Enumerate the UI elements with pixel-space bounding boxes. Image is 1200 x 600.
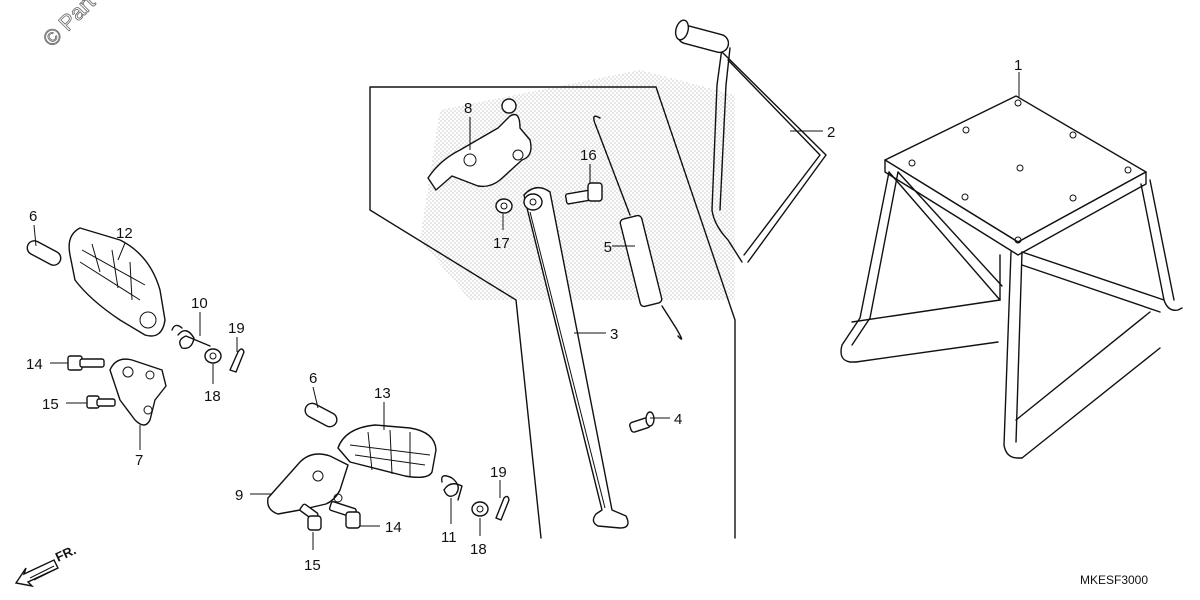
part-15-bolt-right (299, 503, 322, 531)
callout-9: 9 (235, 487, 243, 504)
part-17-nut (495, 198, 513, 214)
callout-11: 11 (441, 529, 457, 546)
part-6-pin-upper (26, 240, 62, 266)
front-arrow-icon (14, 559, 59, 588)
part-5-spring (593, 115, 683, 340)
part-11-spring (441, 475, 463, 501)
part-16-bolt (564, 182, 603, 205)
callout-18-left: 18 (204, 388, 221, 405)
callout-1: 1 (1014, 57, 1022, 74)
callout-12: 12 (116, 225, 133, 242)
part-2-triangle-stand (674, 19, 827, 263)
callout-18-right: 18 (470, 541, 487, 558)
callout-15-left: 15 (42, 396, 59, 413)
diagram-code: MKESF3000 (1080, 573, 1148, 587)
leader-lines (33, 72, 1020, 550)
callout-4: 4 (674, 411, 682, 428)
callout-2: 2 (827, 124, 835, 141)
callout-19-right: 19 (490, 464, 507, 481)
part-10-spring (171, 324, 211, 349)
part-8-bracket (427, 98, 532, 191)
front-marker-label: FR. (53, 542, 78, 564)
part-6-pin-lower (304, 402, 338, 428)
callout-15-right: 15 (304, 557, 321, 574)
watermark-text: © Part (38, 0, 100, 52)
callout-7: 7 (135, 452, 143, 469)
part-12-footpeg (68, 227, 166, 337)
part-7-bracket (109, 358, 167, 426)
part-19-cotter-right (495, 495, 510, 521)
callout-16: 16 (580, 147, 597, 164)
group-boundary (369, 86, 736, 539)
callout-13: 13 (374, 385, 391, 402)
callout-17: 17 (493, 235, 510, 252)
callout-5: 5 (604, 239, 612, 256)
part-18-washer-right (471, 501, 489, 517)
callout-14-left: 14 (26, 356, 43, 373)
callout-10: 10 (191, 295, 208, 312)
part-19-cotter-left (229, 348, 245, 373)
part-14-bolt-left (67, 355, 105, 371)
part-1-stand (840, 95, 1183, 459)
callout-8: 8 (464, 100, 472, 117)
part-18-washer-left (204, 348, 222, 364)
callout-3: 3 (610, 326, 618, 343)
part-13-footpeg (337, 424, 437, 479)
part-9-bracket (267, 453, 349, 515)
callout-19-left: 19 (228, 320, 245, 337)
callout-6-lower: 6 (309, 370, 317, 387)
part-3-side-stand (523, 187, 629, 529)
callout-6-upper: 6 (29, 208, 37, 225)
part-15-bolt-left (86, 395, 116, 409)
callout-labels: 1 2 3 4 5 6 6 7 8 9 10 11 12 13 14 14 15… (26, 57, 1022, 574)
part-14-bolt-right (328, 500, 361, 529)
callout-14-right: 14 (385, 519, 402, 536)
part-4-pin (629, 411, 655, 433)
